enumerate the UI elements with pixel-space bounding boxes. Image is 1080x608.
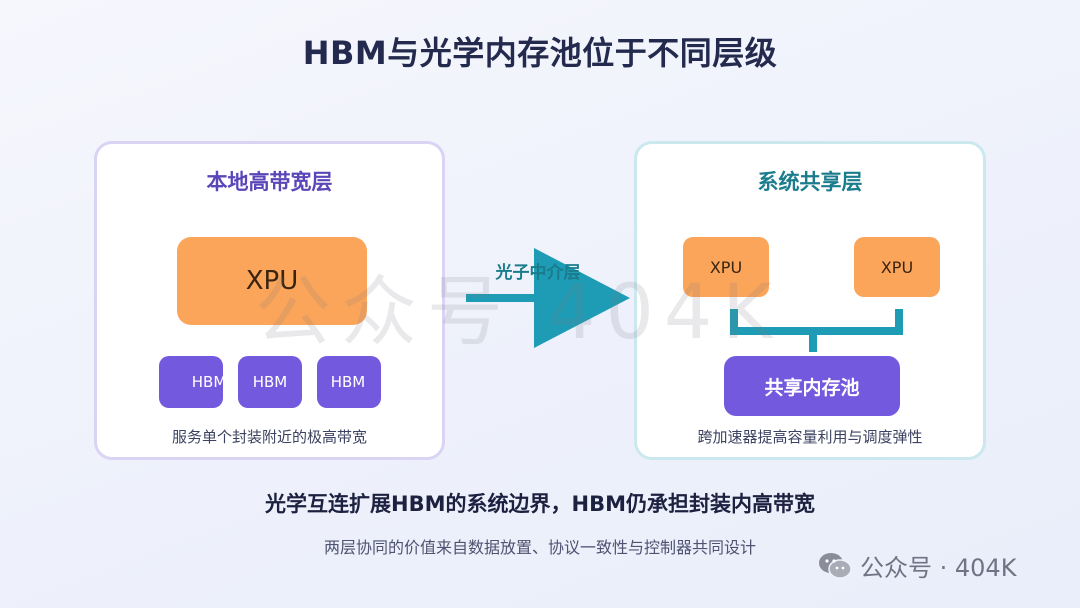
xpu-label: XPU <box>245 266 299 296</box>
photonic-arrow <box>466 248 630 348</box>
hbm-block-2: HBM <box>238 356 302 408</box>
xpu-label-right: XPU <box>880 257 914 277</box>
photonic-interposer-label: 光子中介层 <box>495 263 581 283</box>
headline: 光学互连扩展HBM的系统边界，HBM仍承担封装内高带宽 <box>265 492 815 516</box>
local-panel-caption: 服务单个封装附近的极高带宽 <box>171 428 367 446</box>
interconnect-bracket <box>730 309 903 352</box>
arrow-head <box>534 248 630 348</box>
bracket-line <box>730 309 903 335</box>
subline: 两层协同的价值来自数据放置、协议一致性与控制器共同设计 <box>323 538 756 557</box>
hbm-block-1: HBM <box>159 356 223 408</box>
xpu-block-left: XPU <box>683 237 769 297</box>
xpu-block-right: XPU <box>854 237 940 297</box>
xpu-label-left: XPU <box>709 257 743 277</box>
shared-panel-caption: 跨加速器提高容量利用与调度弹性 <box>697 428 923 446</box>
footer-brand: 公众号 · 404K <box>818 548 1016 583</box>
shared-memory-pool: 共享内存池 <box>724 356 900 416</box>
hbm-block-3: HBM <box>317 356 381 408</box>
arrow-shaft <box>466 294 546 302</box>
shared-system-panel: 系统共享层 XPU XPU 共享内存池 跨加速器提高容量利用与调度弹性 <box>634 141 986 460</box>
page-title: HBM与光学内存池位于不同层级 <box>302 34 778 72</box>
wechat-icon <box>819 552 852 579</box>
shared-panel-title: 系统共享层 <box>757 170 863 194</box>
hbm-label-2: HBM <box>252 373 288 391</box>
hbm-label-3: HBM <box>330 373 366 391</box>
footer-brand-label: 公众号 · 404K <box>860 554 1017 582</box>
local-bandwidth-panel: 本地高带宽层 XPU HBM HBM HBM 服务单个封装附近的极高带宽 <box>94 141 445 460</box>
hbm-label-1: HBM <box>191 373 223 391</box>
xpu-block: XPU <box>177 237 367 325</box>
local-panel-title: 本地高带宽层 <box>206 170 333 194</box>
pool-label: 共享内存池 <box>764 376 860 399</box>
